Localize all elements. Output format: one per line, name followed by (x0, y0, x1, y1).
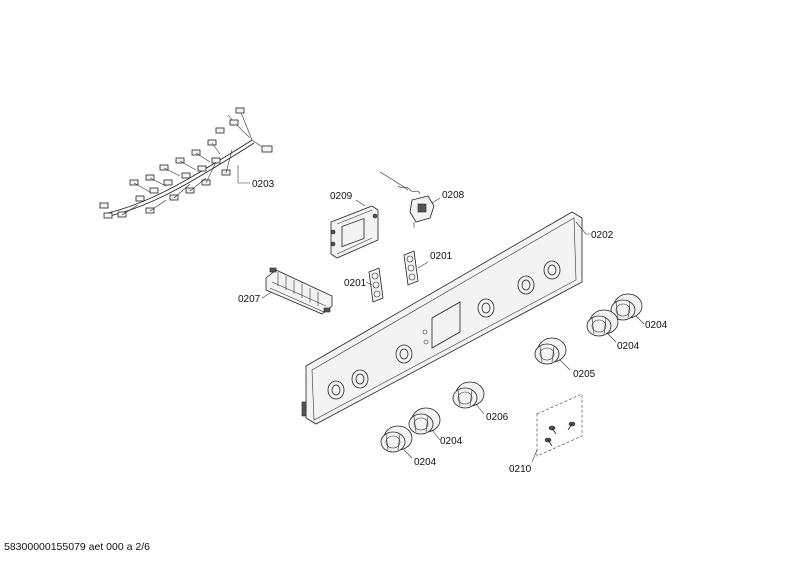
label-0206: 0206 (486, 412, 509, 423)
label-0207: 0207 (238, 294, 261, 305)
screw-set-0210[interactable] (536, 393, 583, 457)
label-0204-lower-right: 0204 (440, 436, 463, 447)
thermostat-0208[interactable] (379, 171, 435, 228)
switch-0201-right[interactable] (403, 250, 419, 286)
label-0204-upper-mid: 0204 (617, 341, 640, 352)
knob-0206[interactable] (452, 381, 485, 409)
label-0208: 0208 (442, 190, 465, 201)
label-0203: 0203 (252, 179, 275, 190)
terminal-block-0207[interactable] (265, 267, 333, 315)
harness-connectors (99, 107, 273, 219)
knob-0204-upper-right[interactable] (610, 293, 643, 321)
control-panel-0202[interactable] (301, 211, 583, 425)
knob-0205[interactable] (534, 337, 567, 365)
drawing-reference-footer: 58300000155079 aet 000 a 2/6 (4, 541, 150, 553)
label-0209: 0209 (330, 191, 353, 202)
label-0210: 0210 (509, 464, 532, 475)
control-module-0209[interactable] (330, 205, 379, 259)
knob-0204-lower-right[interactable] (408, 407, 441, 435)
label-0205: 0205 (573, 369, 596, 380)
label-0204-upper-right: 0204 (645, 320, 668, 331)
label-0201-right: 0201 (430, 251, 453, 262)
knob-0204-upper-mid[interactable] (586, 309, 619, 337)
label-0202: 0202 (591, 230, 614, 241)
label-0204-lower-left: 0204 (414, 457, 437, 468)
label-0201-left: 0201 (344, 278, 367, 289)
wiring-harness-0203[interactable] (99, 107, 273, 219)
screw-icons (544, 421, 576, 447)
panel-knob-holes (327, 260, 561, 400)
switch-0201-left[interactable] (368, 267, 384, 303)
panel-display-window (431, 301, 461, 349)
knob-0204-lower-left[interactable] (380, 425, 413, 453)
